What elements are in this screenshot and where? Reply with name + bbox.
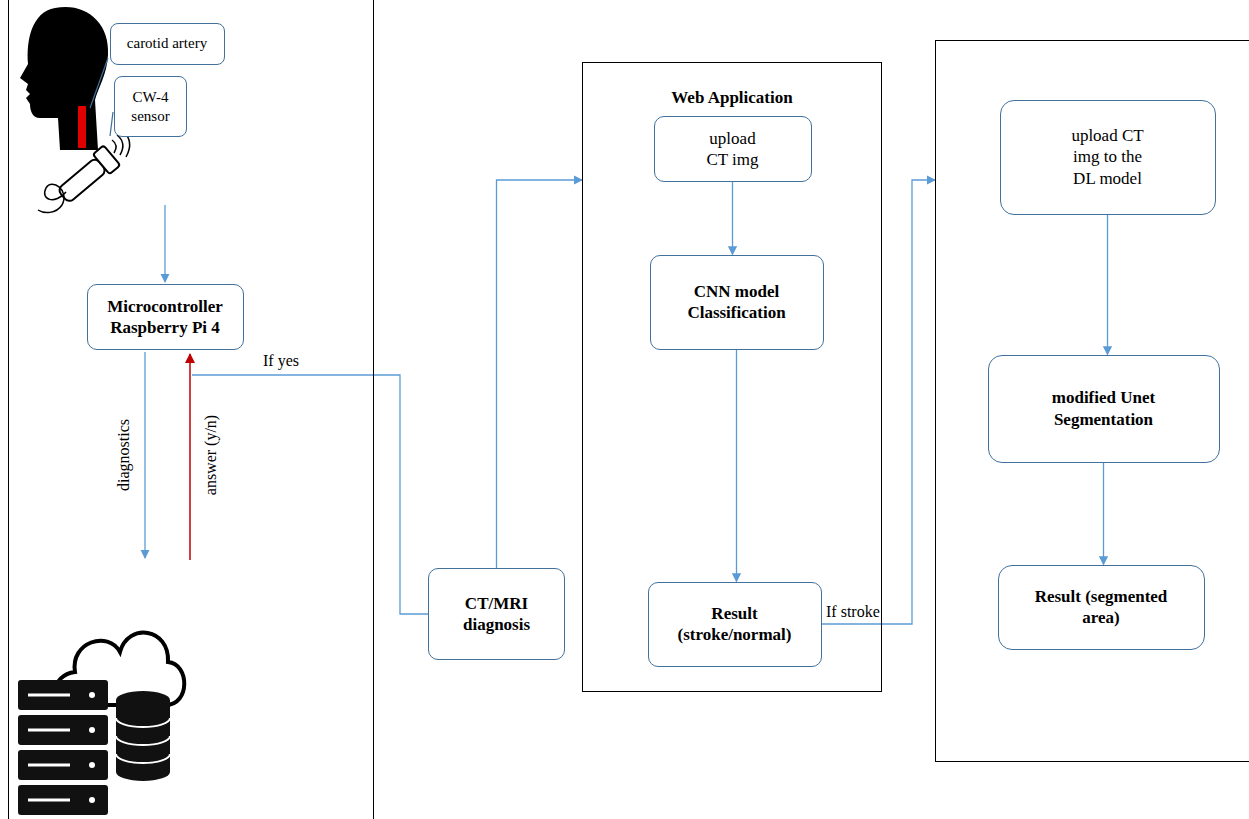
answer-arrow (189, 354, 191, 560)
box-text: Microcontroller Raspberry Pi 4 (100, 296, 230, 339)
flow-connector (374, 375, 428, 614)
leader-line (90, 58, 108, 108)
server-icon (18, 680, 108, 815)
device-panel: carotid arteryCW-4 sensorMicrocontroller… (8, 0, 374, 819)
flow-connector (736, 350, 737, 582)
flow-connector (732, 182, 733, 255)
box-text: Result (segmented area) (1026, 586, 1176, 629)
box-text: Result (stroke/normal) (675, 603, 795, 646)
arrow-label: diagnostics (114, 419, 133, 491)
diagnostics-arrow (144, 352, 145, 558)
web-app-panel: Web Application upload CT imgCNN model Cl… (582, 62, 882, 692)
process-box: Microcontroller Raspberry Pi 4 (87, 284, 244, 350)
segmentation-panel: upload CT img to the DL model modified Un… (935, 40, 1249, 762)
signal-arrow (164, 205, 165, 282)
box-text: upload CT img (702, 128, 764, 171)
leader-line (110, 112, 113, 136)
result-box: Result (segmented area) (998, 565, 1205, 650)
box-text: upload CT img to the DL model (1060, 125, 1155, 189)
process-box: CT/MRI diagnosis (428, 568, 565, 660)
box-text: CNN model Classification (677, 281, 797, 324)
branch-line (192, 374, 374, 375)
flow-connector (1107, 215, 1108, 355)
database-icon (116, 691, 170, 781)
process-box: CNN model Classification (650, 255, 824, 350)
process-box: modified Unet Segmentation (988, 355, 1220, 463)
box-text: CT/MRI diagnosis (452, 593, 542, 636)
part-callout: carotid artery (110, 23, 225, 65)
result-box: Result (stroke/normal) (648, 582, 822, 667)
flow-connector (497, 180, 583, 568)
box-text: modified Unet Segmentation (1039, 387, 1169, 430)
box-text: carotid artery (127, 34, 207, 53)
part-callout: CW-4 sensor (114, 76, 187, 137)
probe-cable (38, 184, 66, 212)
flow-connector (822, 180, 936, 624)
process-box: upload CT img to the DL model (1000, 100, 1216, 215)
box-text: CW-4 sensor (126, 88, 176, 126)
process-box: upload CT img (654, 116, 812, 182)
head-silhouette (20, 7, 108, 150)
flow-connector (1103, 463, 1104, 565)
edge-label: If yes (262, 351, 300, 370)
edge-label: If stroke (825, 602, 881, 621)
arrow-label: answer (y/n) (201, 415, 220, 495)
panel-title: Web Application (583, 87, 881, 108)
carotid-artery-mark (78, 106, 86, 148)
